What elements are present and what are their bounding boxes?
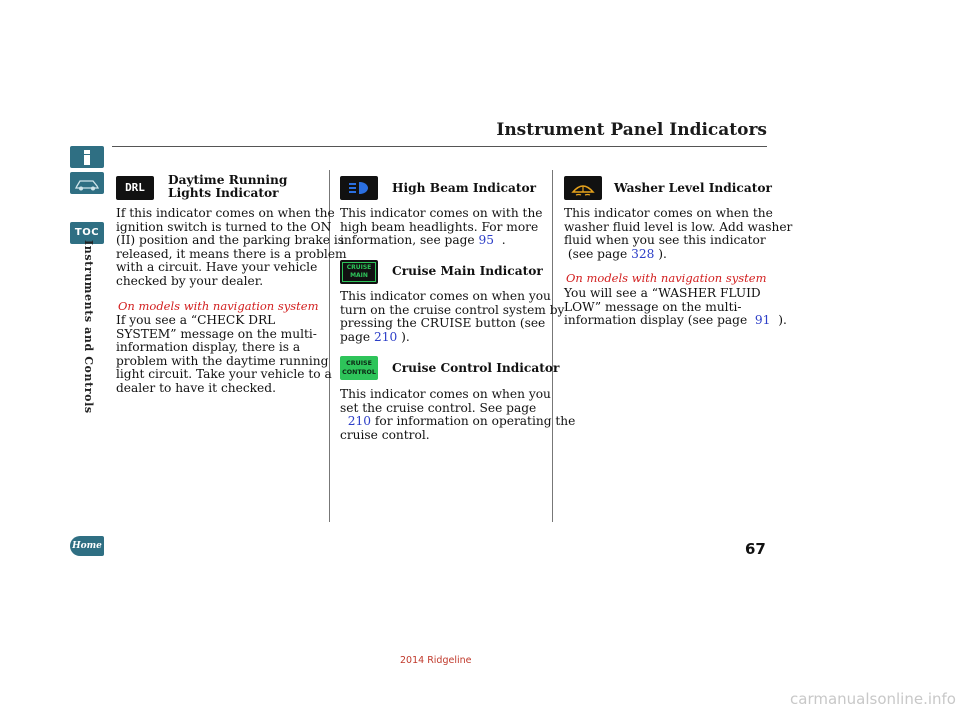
cruise-main-icon-text: CRUISE MAIN (342, 262, 376, 282)
text-line: turn on the cruise control system by (340, 302, 565, 317)
cruise-main-title: Cruise Main Indicator (392, 264, 543, 278)
car-icon (74, 180, 100, 191)
washer-nav-paragraph: You will see a “WASHER FLUID LOW” messag… (564, 286, 787, 328)
cruise-main-paragraph: This indicator comes on when you turn on… (340, 289, 565, 345)
info-icon (84, 150, 90, 165)
drl-indicator-icon: DRL (116, 176, 154, 200)
home-button[interactable]: Home (70, 536, 104, 556)
text-segment: (see page (567, 246, 628, 261)
text-line: dealer to have it checked. (116, 380, 276, 395)
page-link-210[interactable]: 210 (347, 414, 372, 429)
icon-text-line: CONTROL (342, 369, 376, 376)
text-segment: page (340, 329, 371, 344)
text-line: ignition switch is turned to the ON (116, 219, 332, 234)
navigation-note: On models with navigation system (566, 271, 767, 285)
page-number: 67 (745, 540, 766, 558)
icon-text-line: MAIN (350, 272, 368, 279)
text-line: SYSTEM” message on the multi- (116, 326, 317, 341)
column-divider (552, 170, 553, 522)
high-beam-paragraph: This indicator comes on with the high be… (340, 206, 543, 248)
text-line: (II) position and the parking brake is (116, 233, 345, 248)
text-line: This indicator comes on when the (564, 206, 773, 220)
drl-title-line: Lights Indicator (168, 186, 279, 200)
drl-title-line: Daytime Running (168, 173, 288, 187)
cruise-control-indicator-icon: CRUISE CONTROL (340, 356, 378, 380)
vehicle-button[interactable] (70, 172, 104, 194)
text-line: page 210 ). (340, 329, 564, 345)
info-button[interactable] (70, 146, 104, 168)
text-line: This indicator comes on when you (340, 289, 551, 303)
text-line: (see page 328 ). (564, 246, 792, 262)
text-line: checked by your dealer. (116, 273, 264, 288)
text-line: This indicator comes on when you (340, 387, 551, 401)
page-link-95[interactable]: 95 (478, 233, 495, 248)
page-link-210[interactable]: 210 (373, 329, 398, 344)
text-line: released, it means there is a problem (116, 246, 347, 261)
section-side-label: Instruments and Controls (82, 240, 95, 414)
text-line: high beam headlights. For more (340, 219, 539, 234)
text-segment: ). (778, 313, 787, 328)
high-beam-title: High Beam Indicator (392, 181, 537, 195)
drl-icon-text: DRL (125, 181, 145, 194)
text-line: information, see page 95 . (340, 233, 543, 248)
text-line: If you see a “CHECK DRL (116, 313, 276, 327)
text-line: 210 for information on operating the (340, 414, 576, 429)
drl-nav-paragraph: If you see a “CHECK DRL SYSTEM” message … (116, 313, 332, 396)
text-line: light circuit. Take your vehicle to a (116, 367, 332, 382)
page-title: Instrument Panel Indicators (496, 120, 767, 140)
high-beam-indicator-icon (340, 176, 378, 200)
icon-text-line: CRUISE (346, 264, 372, 271)
toc-label: TOC (74, 227, 100, 238)
text-line: LOW” message on the multi- (564, 299, 742, 314)
footer-model: 2014 Ridgeline (400, 655, 472, 666)
text-line: information display, there is a (116, 340, 301, 355)
icon-text-line: CRUISE (346, 360, 372, 367)
drl-title: Daytime Running Lights Indicator (168, 174, 287, 200)
cruise-control-title: Cruise Control Indicator (392, 361, 560, 375)
text-segment: . (501, 233, 506, 248)
watermark: carmanualsonline.info (790, 690, 956, 708)
high-beam-icon (349, 182, 368, 194)
text-segment: information, see page (340, 233, 475, 248)
washer-fluid-icon (571, 185, 595, 196)
toc-button[interactable]: TOC (70, 222, 104, 244)
column-divider (329, 170, 330, 522)
cruise-control-icon-text: CRUISE CONTROL (340, 356, 378, 377)
text-line: washer fluid level is low. Add washer (564, 219, 793, 234)
text-segment: for information on operating the (374, 414, 576, 429)
header-divider (112, 146, 767, 147)
text-line: You will see a “WASHER FLUID (564, 286, 761, 300)
text-line: problem with the daytime running (116, 353, 329, 368)
text-line: fluid when you see this indicator (564, 233, 766, 248)
text-segment: ). (401, 329, 410, 344)
text-line: This indicator comes on with the (340, 206, 543, 220)
cruise-main-indicator-icon: CRUISE MAIN (340, 260, 378, 284)
washer-title: Washer Level Indicator (614, 181, 772, 195)
washer-indicator-icon (564, 176, 602, 200)
text-line: cruise control. (340, 427, 430, 442)
navigation-note: On models with navigation system (118, 299, 319, 313)
text-segment: ). (658, 246, 667, 261)
cruise-control-paragraph: This indicator comes on when you set the… (340, 387, 576, 442)
text-line: set the cruise control. See page (340, 400, 537, 415)
home-label: Home (72, 541, 102, 551)
text-line: pressing the CRUISE button (see (340, 316, 546, 331)
page-link-328[interactable]: 328 (631, 246, 655, 261)
text-segment: information display (see page (564, 313, 748, 328)
washer-paragraph: This indicator comes on when the washer … (564, 206, 793, 262)
text-line: information display (see page 91 ). (564, 313, 787, 328)
text-line: If this indicator comes on when the (116, 206, 335, 220)
page-link-91[interactable]: 91 (754, 313, 771, 328)
text-line: with a circuit. Have your vehicle (116, 260, 318, 275)
drl-paragraph: If this indicator comes on when the igni… (116, 206, 347, 289)
